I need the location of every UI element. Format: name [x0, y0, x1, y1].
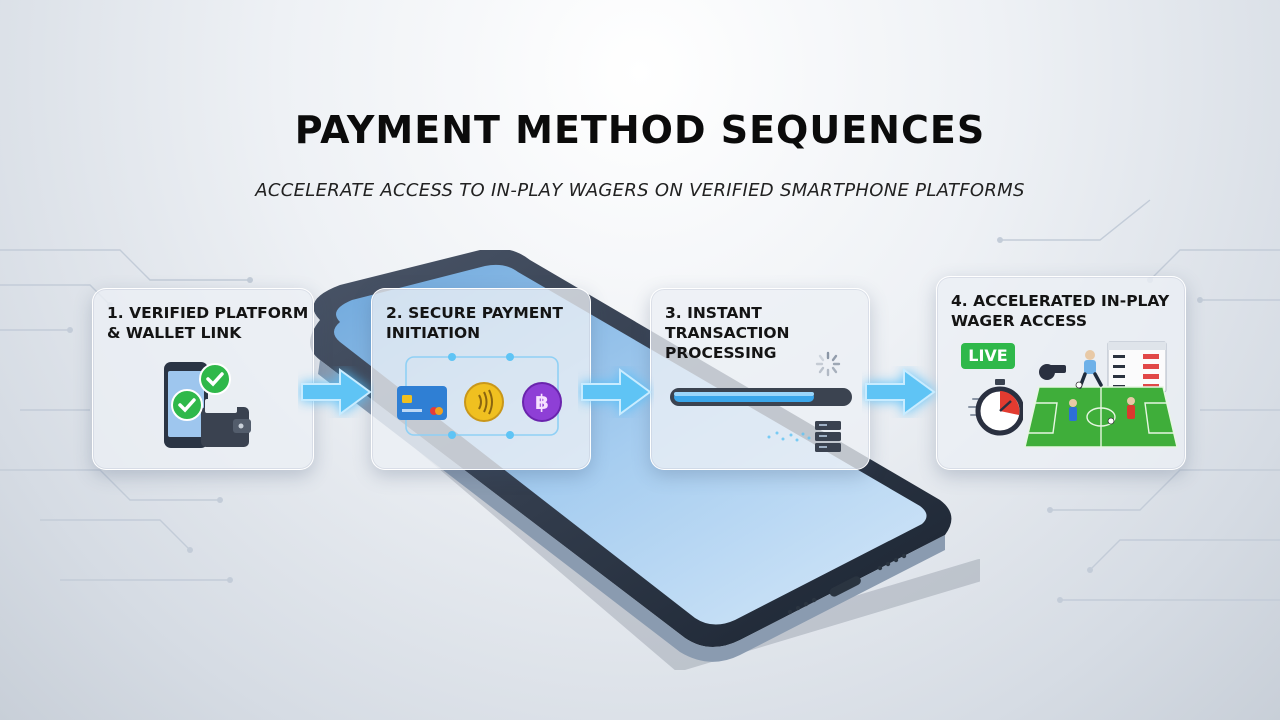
server-icon	[767, 421, 841, 452]
step-3-label: 3. INSTANT TRANSACTION PROCESSING	[665, 304, 790, 362]
wallet-icon	[201, 399, 251, 447]
flow-arrow-1	[301, 368, 372, 416]
step-1-label: 1. VERIFIED PLATFORM & WALLET LINK	[107, 304, 309, 342]
step-card-2: 2. SECURE PAYMENT INITIATION ฿	[371, 288, 591, 470]
check-icon	[171, 389, 203, 421]
odds-board	[1107, 341, 1167, 393]
spinner-icon	[815, 351, 841, 377]
progress-bar	[670, 388, 852, 406]
football-pitch	[1024, 386, 1178, 448]
flow-arrow-2	[581, 368, 652, 416]
svg-text:฿: ฿	[535, 390, 549, 414]
step-card-1: 1. VERIFIED PLATFORM & WALLET LINK	[92, 288, 314, 470]
check-icon	[199, 363, 231, 395]
page-subtitle: ACCELERATE ACCESS TO IN-PLAY WAGERS ON V…	[255, 180, 1025, 201]
page-title: PAYMENT METHOD SEQUENCES	[294, 108, 986, 152]
bitcoin-icon: ฿	[522, 382, 562, 422]
step-2-label: 2. SECURE PAYMENT INITIATION	[386, 304, 563, 342]
step-4-label: 4. ACCELERATED IN-PLAY WAGER ACCESS	[951, 292, 1170, 330]
stopwatch-icon	[968, 379, 1023, 436]
step-card-4: 4. ACCELERATED IN-PLAY WAGER ACCESS LIVE	[936, 276, 1186, 470]
step-card-3: 3. INSTANT TRANSACTION PROCESSING	[650, 288, 870, 470]
contactless-coin-icon	[464, 382, 504, 422]
credit-card-icon	[397, 386, 447, 420]
live-badge: LIVE	[961, 343, 1015, 369]
whistle-icon	[1039, 364, 1066, 380]
players	[1069, 397, 1135, 425]
flow-arrow-3	[865, 368, 936, 416]
phone-port	[829, 576, 861, 597]
player-icon	[1075, 350, 1103, 389]
